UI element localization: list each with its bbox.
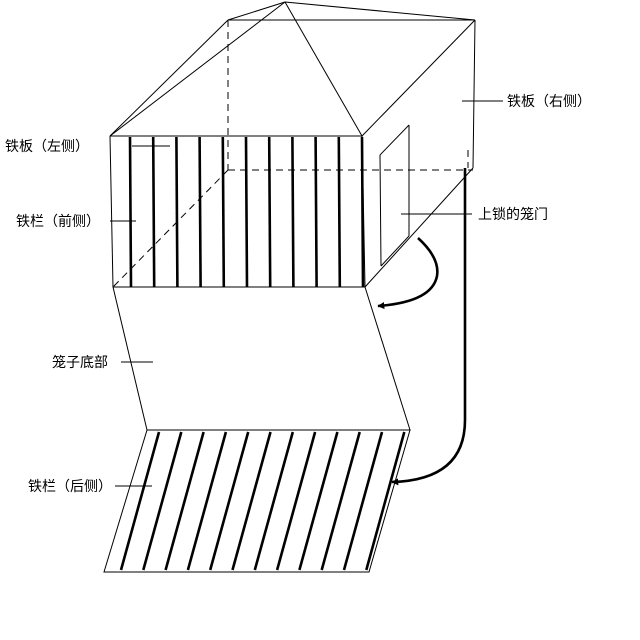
front-bar (244, 136, 249, 288)
front-bar (314, 136, 318, 288)
front-bar (198, 136, 202, 288)
cage-bottom-panel (112, 286, 411, 431)
front-bar (151, 136, 156, 288)
front-bar (291, 136, 295, 288)
label-back-bars: 铁栏（后侧） (28, 479, 112, 495)
front-bar (267, 136, 272, 288)
back-bar (275, 431, 317, 571)
label-cage-bottom: 笼子底部 (52, 354, 108, 371)
back-bar (208, 431, 250, 571)
back-bar (119, 431, 161, 571)
back-bar (164, 431, 205, 571)
back-bar (253, 431, 295, 571)
front-bars (128, 136, 365, 288)
back-bars (119, 431, 406, 571)
front-bar (221, 136, 226, 288)
front-bar (128, 136, 133, 288)
back-bar (320, 431, 361, 571)
label-locked-door: 上锁的笼门 (478, 206, 548, 223)
label-left-plate: 铁板（左侧） (5, 139, 89, 155)
back-bars-panel (103, 429, 411, 573)
label-front-bars: 铁栏（前侧） (16, 213, 100, 230)
back-bar (142, 431, 183, 571)
back-bar (186, 431, 228, 571)
back-fold-arrow (391, 168, 467, 486)
front-bar (175, 136, 179, 288)
back-bar (365, 431, 406, 571)
cage-roof (109, 1, 476, 137)
door-swing-arrow (377, 237, 439, 310)
back-bar (298, 431, 339, 571)
front-bar (360, 136, 365, 288)
front-bar (337, 136, 342, 288)
label-right-plate: 铁板（右侧） (507, 94, 591, 110)
back-bar (231, 431, 272, 571)
leader-lines (110, 100, 503, 487)
back-bar (342, 431, 384, 571)
cage-door (379, 124, 410, 267)
